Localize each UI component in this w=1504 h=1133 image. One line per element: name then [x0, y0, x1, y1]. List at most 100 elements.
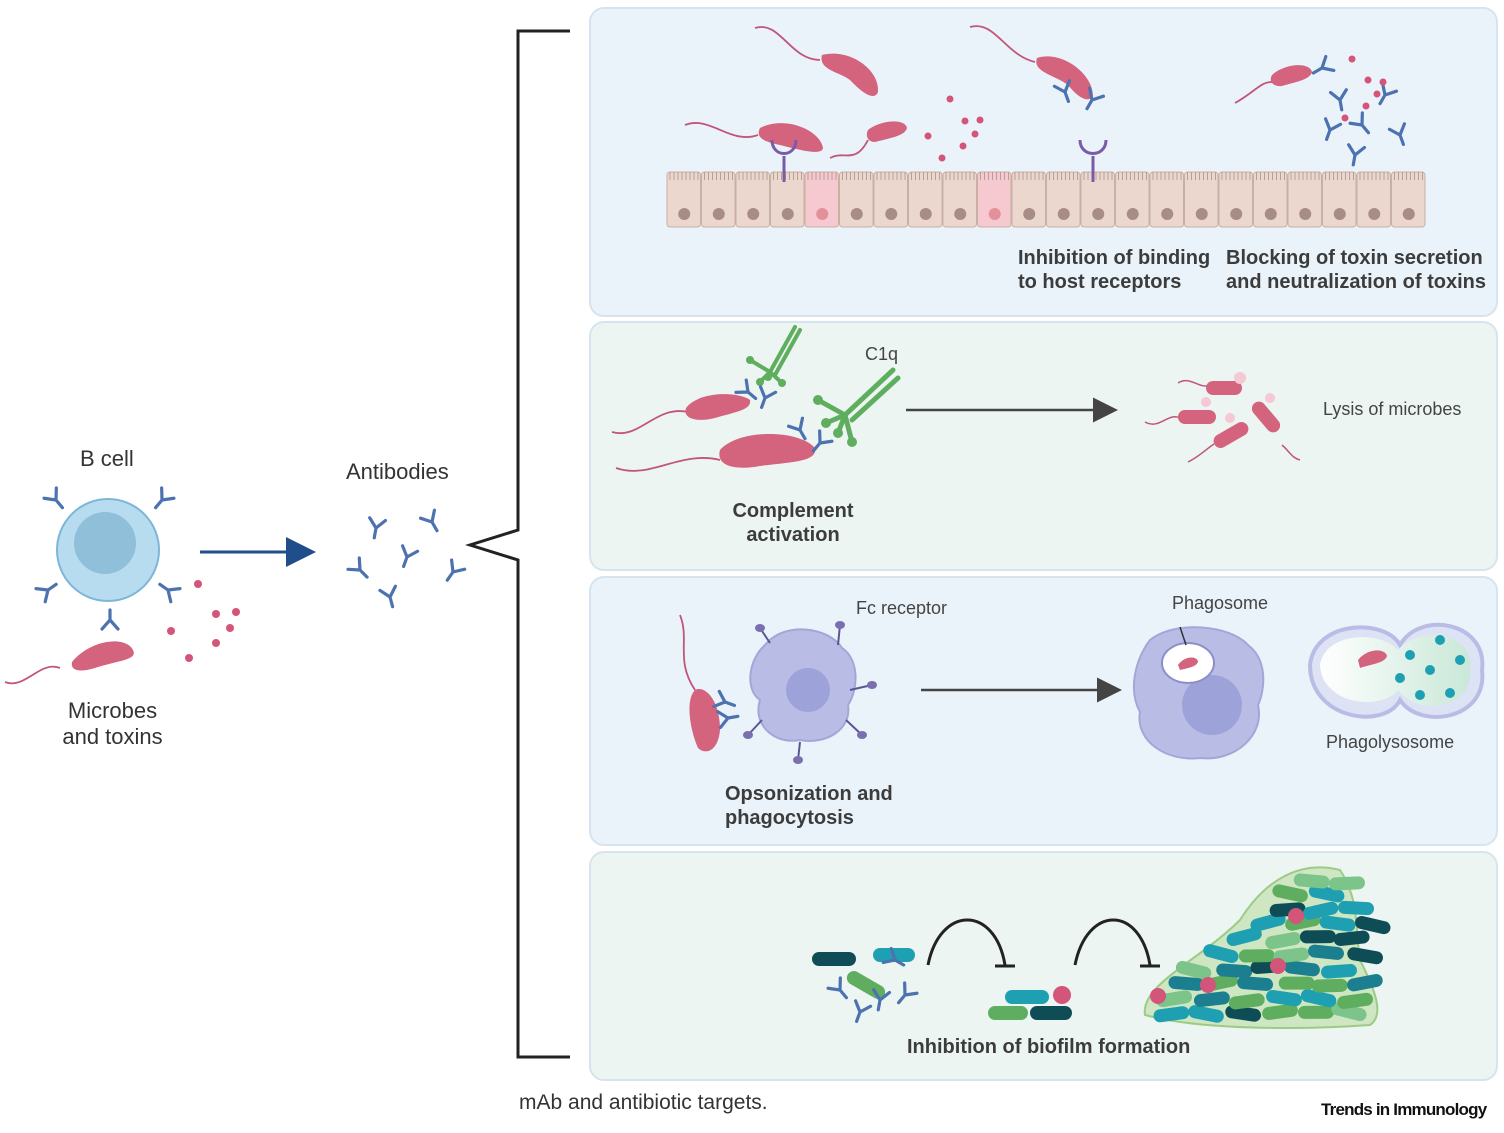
epithelial-nucleus [816, 208, 829, 220]
epithelial-cell [1115, 171, 1150, 228]
c1q-heads-2 [813, 395, 857, 447]
biofilm-rod [1338, 900, 1374, 916]
biofilm-rod [1266, 989, 1302, 1007]
epithelial-nucleus [1264, 208, 1277, 220]
epithelial-cell [1080, 171, 1115, 228]
epithelial-cell [1356, 171, 1391, 228]
epithelial-nucleus [1092, 208, 1105, 220]
planktonic-bacteria [812, 946, 919, 1026]
epithelial-cell [666, 171, 701, 228]
biofilm-rod [1168, 976, 1205, 991]
lysed-microbes [1144, 372, 1301, 463]
epithelial-cell [977, 171, 1012, 228]
phagosome-label: Phagosome [1172, 593, 1269, 613]
epithelial-cell [1218, 171, 1253, 228]
biofilm-rod [1153, 1006, 1190, 1023]
biofilm-rod [1262, 1003, 1298, 1020]
toxin-dots [167, 580, 240, 662]
biofilm-rod [1250, 912, 1286, 932]
biofilm-rod [1226, 927, 1262, 947]
panel-2-bg [589, 321, 1498, 571]
microbes-label-line2: and toxins [62, 724, 163, 750]
microcolony [988, 986, 1072, 1020]
epithelial-cell [770, 171, 805, 228]
biofilm-rod [1265, 931, 1301, 950]
epithelial-nucleus [988, 208, 1001, 220]
epithelial-nucleus [1126, 208, 1139, 220]
epithelial-nucleus [1368, 208, 1381, 220]
panel1-receptors [770, 139, 1108, 182]
biofilm-rod [1328, 876, 1365, 891]
epithelial-cell [1149, 171, 1184, 228]
biofilm-cocci [1200, 977, 1216, 993]
biofilm-rod [1355, 916, 1391, 935]
panel2-bacteria [611, 394, 816, 472]
inhibition-arc-1 [926, 918, 1007, 966]
epithelial-nucleus [954, 208, 967, 220]
biofilm-rod [1321, 963, 1357, 979]
biofilm-rod [1302, 901, 1339, 920]
epithelial-cell [1046, 171, 1081, 228]
microbes-label-line1: Microbes [67, 698, 158, 723]
microbe-bacterium [4, 641, 134, 685]
lysis-label: Lysis of microbes [1323, 399, 1462, 419]
epithelial-nucleus [1230, 208, 1243, 220]
panel-1-bg [589, 7, 1498, 317]
epithelial-cell [1011, 171, 1046, 228]
biofilm-rod [1228, 993, 1265, 1010]
inhibition-binding-label: Inhibition of binding to host receptors [1018, 246, 1210, 294]
biofilm-rod [1193, 991, 1230, 1008]
epithelial-nucleus [850, 208, 863, 220]
epithelial-cell [873, 171, 908, 228]
biofilm-rod [1319, 915, 1356, 932]
epithelial-cell [1184, 171, 1219, 228]
blocking-toxin-line1: Blocking of toxin secretion [1226, 247, 1483, 269]
biofilm-rod [1308, 944, 1344, 960]
complement-line2: activation [746, 524, 840, 546]
panel1-bacteria [684, 25, 1312, 159]
biofilm-rod [1175, 960, 1212, 980]
phagolysosome-label: Phagolysosome [1326, 732, 1455, 752]
biofilm-rod [1278, 976, 1315, 990]
inhibition-binding-line2: to host receptors [1018, 271, 1182, 293]
opsonization-label: Opsonization and phagocytosis [725, 782, 893, 830]
biofilm-rod [1333, 930, 1370, 946]
epithelial-cell [1391, 171, 1426, 228]
biofilm-rod [1237, 976, 1274, 991]
biofilm-rod [1293, 873, 1330, 889]
epithelial-nucleus [1402, 208, 1415, 220]
epithelial-cell [1322, 171, 1357, 228]
bracket [464, 29, 570, 1059]
biofilm-rod [1337, 992, 1373, 1009]
inhibition-binding-line1: Inhibition of binding [1018, 247, 1211, 269]
epithelial-nucleus [678, 208, 691, 220]
epithelial-cell [1253, 171, 1288, 228]
epithelial-cell [804, 171, 839, 228]
antibodies-label: Antibodies [346, 459, 449, 484]
epithelial-nucleus [1333, 208, 1346, 220]
complement-label: Complement activation [712, 499, 874, 547]
biofilm-rod [1347, 947, 1383, 965]
biofilm-rod [1238, 949, 1275, 963]
blocking-toxin-line2: and neutralization of toxins [1226, 271, 1487, 293]
biofilm-cocci [1270, 958, 1286, 974]
biofilm-label: Inhibition of biofilm formation [907, 1036, 1191, 1058]
c1q-heads-1 [746, 356, 786, 387]
epithelial-cell [701, 171, 736, 228]
opsonization-line2: phagocytosis [725, 807, 854, 829]
epithelial-nucleus [885, 208, 898, 220]
epithelial-nucleus [712, 208, 725, 220]
complement-line1: Complement [732, 500, 854, 522]
journal-logo: Trends in Immunology [1321, 1100, 1487, 1119]
caption: mAb and antibiotic targets. [519, 1091, 768, 1114]
epithelial-nucleus [1195, 208, 1208, 220]
epithelial-nucleus [781, 208, 794, 220]
epithelial-cell [908, 171, 943, 228]
biofilm-rod [1311, 978, 1348, 993]
biofilm-rod [1299, 930, 1336, 944]
epithelial-cell [839, 171, 874, 228]
epithelial-nucleus [1023, 208, 1036, 220]
biofilm-rod [1203, 944, 1239, 964]
panel1-toxins [924, 55, 1387, 162]
b-cell [34, 486, 182, 631]
